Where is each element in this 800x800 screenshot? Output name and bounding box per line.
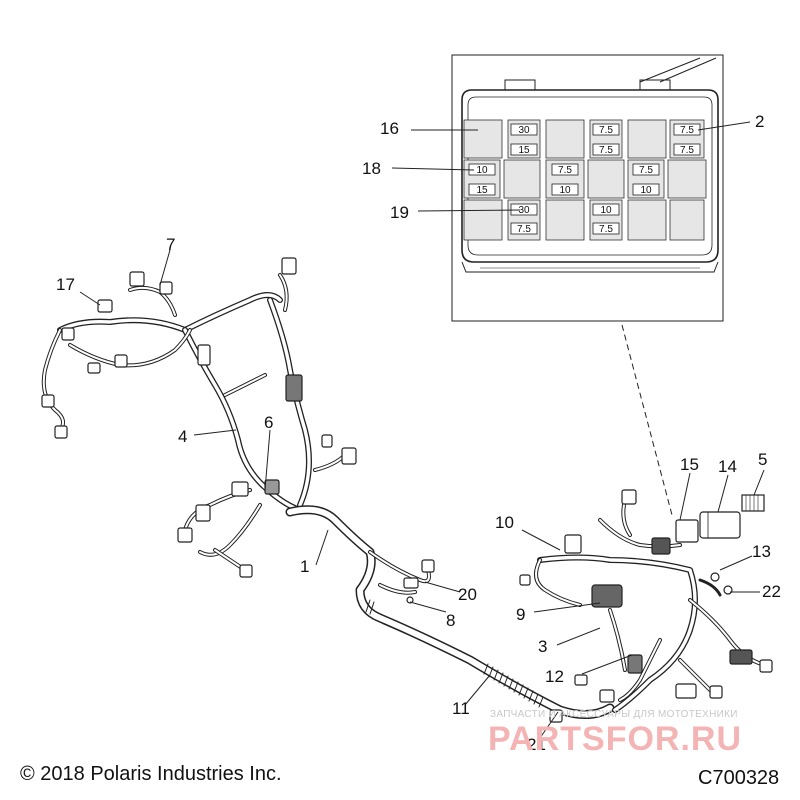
fuse-30-a: 30 <box>510 123 538 136</box>
part-code: C700328 <box>698 767 779 789</box>
callout-13: 13 <box>752 542 771 561</box>
callout-9: 9 <box>516 605 525 624</box>
callout-21: 21 <box>527 735 546 754</box>
fuse-15-b: 15 <box>468 183 496 196</box>
trunk-connectors <box>403 559 435 604</box>
svg-text:15: 15 <box>518 145 530 156</box>
fuse-15-a: 15 <box>510 143 538 156</box>
callout-2: 2 <box>755 112 764 131</box>
fuse-7-5-h: 7.5 <box>592 222 620 235</box>
callout-3: 3 <box>538 637 547 656</box>
fuse-labels: 30 15 7.5 7.5 7.5 7.5 10 15 7.5 10 7.5 1… <box>468 123 701 235</box>
watermark-tagline: ЗАПЧАСТИ И АКСЕССУАРЫ ДЛЯ МОТОТЕХНИКИ <box>490 709 738 720</box>
callout-22: 22 <box>762 582 781 601</box>
callout-7: 7 <box>166 235 175 254</box>
svg-text:10: 10 <box>559 185 571 196</box>
rear-harness <box>534 498 767 713</box>
callout-5: 5 <box>758 450 767 469</box>
callout-6: 6 <box>264 413 273 432</box>
corrugation <box>365 599 544 708</box>
fuse-7-5-g: 7.5 <box>510 222 538 235</box>
watermark-brand: PARTSFOR.RU <box>488 720 742 758</box>
rear-connectors <box>519 489 773 723</box>
svg-text:7.5: 7.5 <box>599 125 613 136</box>
callout-numbers: 1 2 3 4 5 6 7 8 9 10 11 12 13 14 15 16 1… <box>56 112 781 754</box>
svg-text:7.5: 7.5 <box>599 145 613 156</box>
fuse-7-5-a: 7.5 <box>592 123 620 136</box>
lid-tab-left <box>504 79 536 91</box>
fuse-7-5-b: 7.5 <box>592 143 620 156</box>
svg-text:7.5: 7.5 <box>639 165 653 176</box>
callout-10: 10 <box>495 513 514 532</box>
svg-text:7.5: 7.5 <box>680 145 694 156</box>
callout-19: 19 <box>390 203 409 222</box>
fuse-strip <box>741 494 765 512</box>
fuse-7-5-c: 7.5 <box>673 123 701 136</box>
fuse-10-d: 10 <box>592 203 620 216</box>
callout-1: 1 <box>300 557 309 576</box>
callout-8: 8 <box>446 611 455 630</box>
ecu-connector <box>591 584 623 608</box>
relay-module <box>699 511 741 539</box>
fuse-10-c: 10 <box>632 183 660 196</box>
fuse-box-part <box>675 519 699 543</box>
callout-16: 16 <box>380 119 399 138</box>
svg-text:10: 10 <box>600 205 612 216</box>
svg-text:7.5: 7.5 <box>517 224 531 235</box>
callout-12: 12 <box>545 667 564 686</box>
svg-text:7.5: 7.5 <box>599 224 613 235</box>
watermark: ЗАПЧАСТИ И АКСЕССУАРЫ ДЛЯ МОТОТЕХНИКИ PA… <box>488 709 742 758</box>
svg-text:10: 10 <box>640 185 652 196</box>
lid-tab-right <box>639 79 671 91</box>
main-trunk <box>285 505 615 719</box>
front-connectors <box>41 257 357 578</box>
callout-4: 4 <box>178 427 187 446</box>
copyright-notice: © 2018 Polaris Industries Inc. <box>20 763 282 785</box>
svg-text:30: 30 <box>518 125 530 136</box>
svg-text:10: 10 <box>476 165 488 176</box>
projection-line <box>621 324 673 516</box>
callout-11: 11 <box>452 699 470 718</box>
callout-20: 20 <box>458 585 477 604</box>
svg-text:30: 30 <box>518 205 530 216</box>
callout-18: 18 <box>362 159 381 178</box>
svg-text:15: 15 <box>476 185 488 196</box>
front-harness <box>41 273 347 572</box>
fuse-30-b: 30 <box>510 203 538 216</box>
svg-text:7.5: 7.5 <box>558 165 572 176</box>
svg-text:7.5: 7.5 <box>680 125 694 136</box>
fuse-10-b: 10 <box>551 183 579 196</box>
fuse-7-5-f: 7.5 <box>632 163 660 176</box>
callout-14: 14 <box>718 457 737 476</box>
callout-17: 17 <box>56 275 75 294</box>
fuse-7-5-e: 7.5 <box>551 163 579 176</box>
callout-15: 15 <box>680 455 699 474</box>
fuse-7-5-d: 7.5 <box>673 143 701 156</box>
leader-lines <box>79 121 765 739</box>
fuse-box-inset: 30 15 7.5 7.5 7.5 7.5 10 15 7.5 10 7.5 1… <box>451 54 724 322</box>
